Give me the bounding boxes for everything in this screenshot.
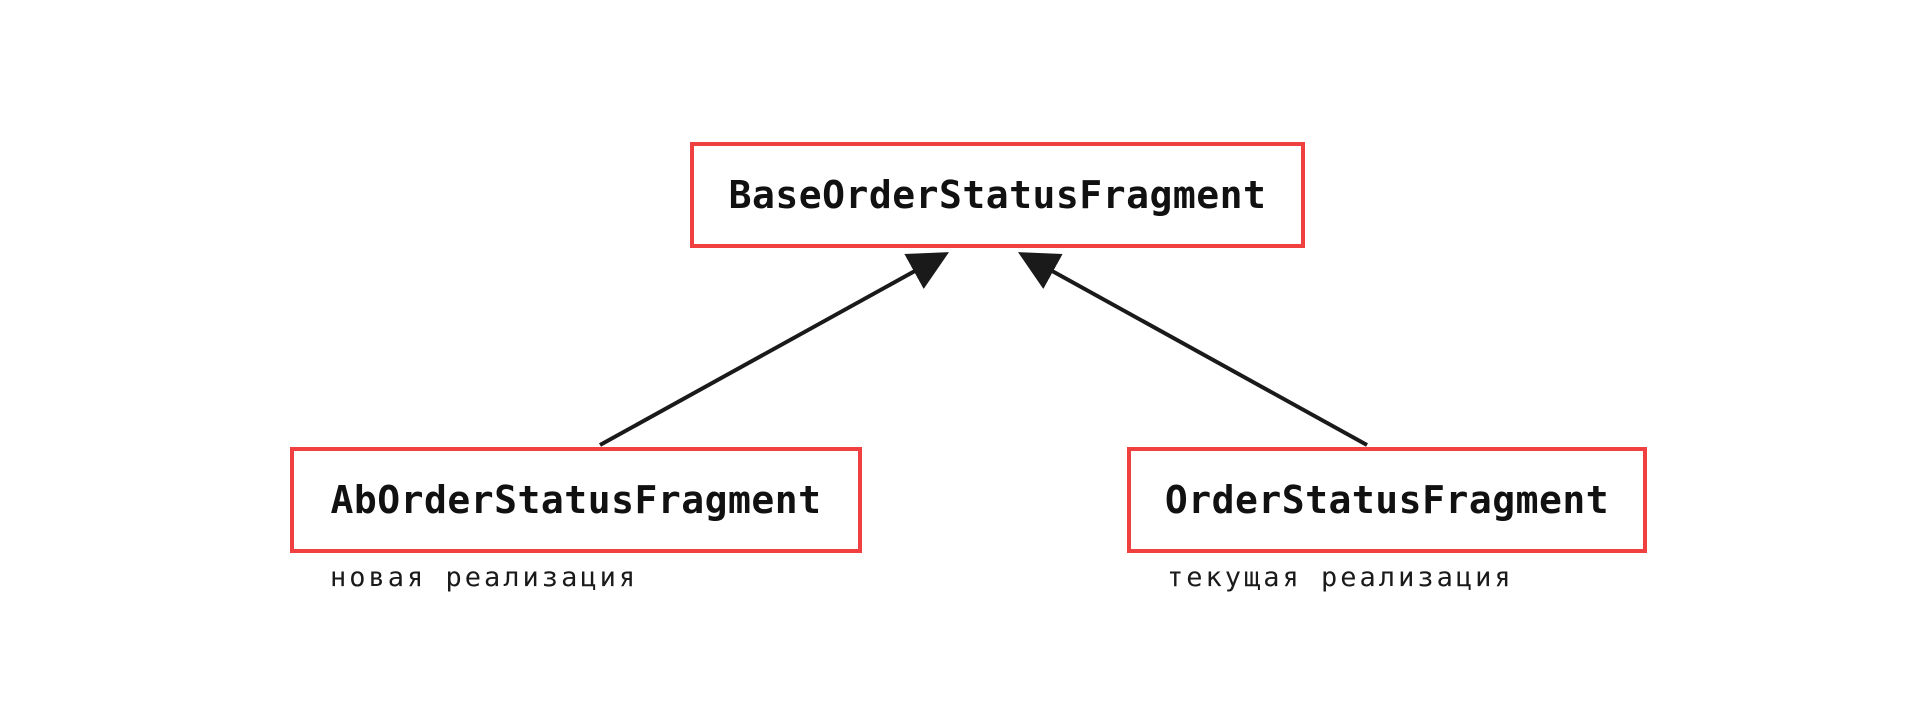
node-order-status-fragment: OrderStatusFragment bbox=[1127, 447, 1647, 553]
node-ab-label: AbOrderStatusFragment bbox=[330, 478, 822, 522]
node-current-label: OrderStatusFragment bbox=[1164, 478, 1610, 522]
edge-current-to-base bbox=[1017, 252, 1368, 447]
caption-new-implementation: новая реализация bbox=[330, 562, 639, 593]
node-ab-order-status-fragment: AbOrderStatusFragment bbox=[290, 447, 862, 553]
edge-ab-to-base bbox=[599, 252, 950, 447]
caption-current-implementation: текущая реализация bbox=[1167, 562, 1514, 593]
node-base-order-status-fragment: BaseOrderStatusFragment bbox=[690, 142, 1305, 248]
node-base-label: BaseOrderStatusFragment bbox=[728, 173, 1267, 217]
